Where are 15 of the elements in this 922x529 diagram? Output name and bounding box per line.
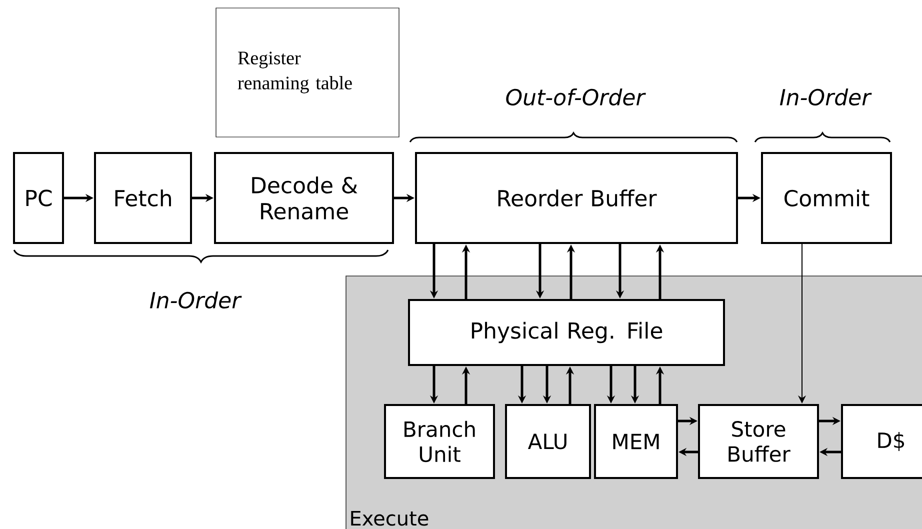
process-box: Decode & Rename xyxy=(214,152,394,244)
brace-label: Out-of-Order xyxy=(506,88,646,106)
unit-box: MEM xyxy=(594,404,678,479)
process-box: Commit xyxy=(761,152,892,244)
note-box: Register renaming table xyxy=(216,8,400,138)
brace-label: In-Order xyxy=(150,291,242,308)
unit-box: Store Buffer xyxy=(698,404,819,479)
brace-label: In-Order xyxy=(780,88,872,106)
process-box: Physical Reg. File xyxy=(408,299,725,366)
unit-box: Branch Unit xyxy=(384,404,495,479)
unit-box: ALU xyxy=(505,404,591,479)
process-box: PC xyxy=(13,152,64,244)
process-box: Fetch xyxy=(94,152,192,244)
unit-box: D$ xyxy=(841,404,922,479)
process-box: Reorder Buffer xyxy=(415,152,738,244)
